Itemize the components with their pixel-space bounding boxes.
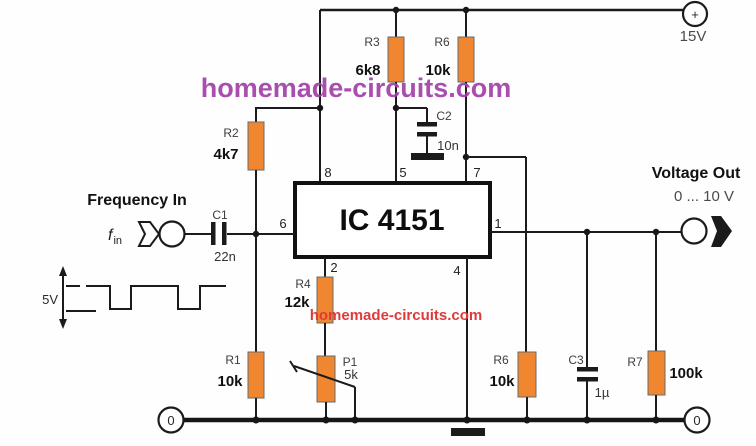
ground-terminal-left-label: 0	[167, 413, 174, 428]
pin-2-label: 2	[330, 260, 337, 275]
c3-plate-bottom	[577, 377, 598, 382]
r7-value-label: 100k	[669, 365, 703, 382]
resistor-r2	[247, 121, 265, 171]
p1-wiper-arm	[293, 365, 356, 388]
junction-dot	[652, 416, 660, 424]
arrow-up-icon	[59, 266, 67, 276]
p1-wiper-tick	[289, 360, 298, 373]
junction-dot	[322, 416, 330, 424]
resistor-r6-bottom	[517, 351, 537, 398]
c1-plate-right	[222, 222, 227, 245]
c3-ref-label: C3	[568, 353, 584, 367]
r6bottom-value-label: 10k	[489, 373, 515, 390]
r4-value-label: 12k	[284, 294, 310, 311]
ic-4151-label: IC 4151	[339, 204, 444, 237]
r6top-ref-label: R6	[434, 35, 450, 49]
frequency-in-label: Frequency In	[87, 192, 187, 209]
output-terminal	[680, 217, 708, 245]
resistor-r1	[247, 351, 265, 399]
r1-value-label: 10k	[217, 373, 243, 390]
junction-dot	[316, 104, 324, 112]
square-waveform	[86, 285, 226, 310]
ic-4151-body	[293, 181, 492, 259]
pin-4-label: 4	[453, 263, 460, 278]
junction-dot	[252, 416, 260, 424]
r6top-value-label: 10k	[425, 62, 451, 79]
r4-ref-label: R4	[295, 277, 311, 291]
voltage-out-label: Voltage Out	[652, 165, 741, 182]
c2-value-label: 10n	[437, 138, 459, 153]
r2-value-label: 4k7	[213, 146, 238, 163]
r7-ref-label: R7	[627, 355, 643, 369]
c2-ground-symbol	[411, 153, 444, 160]
junction-dot	[351, 416, 359, 424]
input-level-label: 5V	[42, 292, 58, 307]
c2-plate-top	[417, 122, 437, 127]
supply-terminal	[681, 0, 709, 28]
input-arrow-icon	[137, 221, 161, 247]
watermark-bottom: homemade-circuits.com	[310, 307, 483, 324]
p1-value-label: 5k	[344, 367, 358, 382]
input-terminal	[158, 220, 186, 248]
r3-ref-label: R3	[364, 35, 380, 49]
ground-symbol	[451, 428, 485, 436]
r2-ref-label: R2	[223, 126, 239, 140]
resistor-r7	[647, 350, 666, 396]
fin-label: fin	[108, 227, 122, 247]
watermark-top: homemade-circuits.com	[201, 73, 512, 103]
r6bottom-ref-label: R6	[493, 353, 509, 367]
junction-dot	[523, 416, 531, 424]
r1-ref-label: R1	[225, 353, 241, 367]
c1-value-label: 22n	[214, 249, 236, 264]
c1-plate-left	[211, 222, 216, 245]
c2-ref-label: C2	[436, 109, 452, 123]
junction-dot	[583, 416, 591, 424]
arrow-down-icon	[59, 319, 67, 329]
junction-dot	[463, 416, 471, 424]
voltage-range-label: 0 ... 10 V	[674, 188, 734, 205]
pin-5-label: 5	[399, 165, 406, 180]
output-arrow-icon	[711, 216, 732, 247]
ground-terminal-left	[157, 406, 185, 434]
pin-1-label: 1	[494, 216, 501, 231]
c3-value-label: 1µ	[595, 385, 610, 400]
pin-8-label: 8	[324, 165, 331, 180]
p1-ref-label: P1	[343, 355, 358, 369]
supply-plus-sign: +	[691, 7, 699, 22]
c2-plate-bottom	[417, 132, 437, 137]
pin-6-label: 6	[279, 216, 286, 231]
wire-r2-top-hook	[255, 107, 320, 123]
c3-plate-top	[577, 367, 598, 372]
ground-terminal-right	[683, 406, 711, 434]
c1-ref-label: C1	[212, 208, 228, 222]
r3-value-label: 6k8	[355, 62, 380, 79]
ground-terminal-right-label: 0	[693, 413, 700, 428]
supply-voltage-label: 15V	[680, 28, 707, 45]
pin-7-label: 7	[473, 165, 480, 180]
